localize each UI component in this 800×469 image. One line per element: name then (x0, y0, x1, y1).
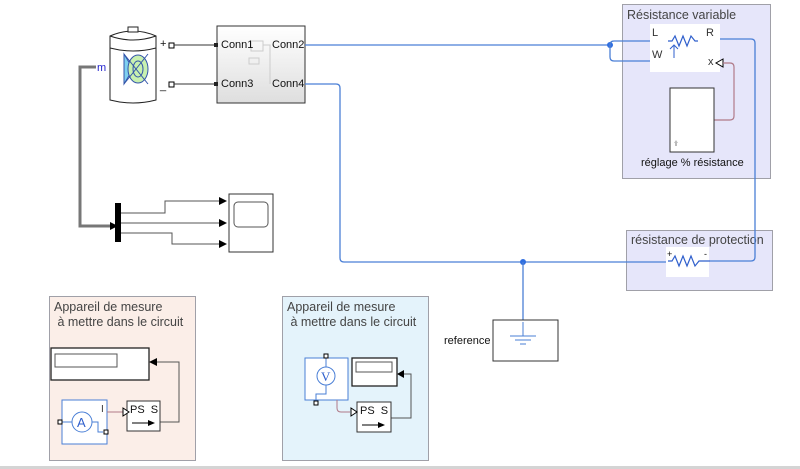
protection-resistor-block[interactable] (666, 247, 710, 277)
conn1-label: Conn1 (221, 39, 254, 51)
ammeter-ps-converter[interactable] (122, 400, 161, 432)
wire-wiper[interactable] (609, 45, 675, 62)
ammeter-area-title: Appareil de mesure à mettre dans le circ… (54, 300, 184, 329)
voltage-sensor-block[interactable] (304, 353, 349, 406)
ammeter-display-block[interactable] (50, 347, 150, 381)
port-l-label: L (652, 27, 659, 39)
battery-minus-label: _ (160, 80, 167, 92)
slider-signal-wire[interactable] (714, 62, 735, 121)
potentiometer-icon (668, 34, 698, 48)
current-sensor-block[interactable] (57, 399, 109, 445)
slider-block[interactable] (669, 87, 715, 153)
ammeter-ps-label: PS S (130, 404, 159, 416)
voltmeter-ps-wire[interactable] (336, 400, 350, 413)
battery-signal-label: m (97, 62, 107, 74)
ammeter-letter: A (77, 415, 86, 430)
battery-block[interactable] (109, 26, 157, 104)
ammeter-signal-wire[interactable] (149, 361, 180, 423)
conn3-port[interactable] (214, 82, 218, 86)
port-w-label: W (652, 49, 663, 61)
subsystem-block[interactable] (216, 25, 306, 104)
port-x-label: x (708, 56, 714, 68)
conn3-label: Conn3 (221, 78, 254, 90)
voltmeter-ps-label: PS S (360, 405, 389, 417)
ground-icon (510, 335, 536, 345)
voltmeter-display-block[interactable] (351, 357, 398, 387)
reference-label: reference (444, 335, 491, 347)
battery-icon (123, 52, 149, 86)
signal-bus-m[interactable] (78, 65, 114, 228)
port-r-label: R (706, 27, 714, 39)
scope-block[interactable] (228, 193, 274, 253)
variable-resistance-title: Résistance variable (627, 8, 737, 22)
resistor-icon (668, 254, 710, 268)
conn2-label: Conn2 (272, 39, 305, 51)
protection-plus-label: + (667, 249, 673, 259)
signal-wire-1[interactable] (121, 197, 227, 214)
voltmeter-ps-converter[interactable] (350, 401, 392, 433)
wire-r-to-protection[interactable] (698, 38, 756, 262)
arrow-down-icon (674, 140, 678, 146)
voltmeter-letter: V (321, 369, 331, 384)
wire-conn4[interactable] (305, 83, 668, 263)
protection-minus-label: - (704, 249, 707, 259)
variable-resistor-block[interactable] (650, 24, 724, 72)
protection-resistance-title: résistance de protection (631, 233, 764, 247)
battery-plus-label: + (160, 38, 167, 50)
bottom-scrollbar[interactable] (0, 466, 800, 469)
slider-label: réglage % résistance (641, 157, 744, 169)
reference-block[interactable] (492, 319, 559, 362)
battery-plus-port[interactable] (168, 42, 175, 49)
ammeter-output-label: I (101, 404, 104, 415)
demux-block[interactable] (115, 203, 121, 242)
conn1-port[interactable] (214, 43, 218, 47)
voltmeter-area-title: Appareil de mesure à mettre dans le circ… (287, 300, 417, 329)
battery-minus-port[interactable] (168, 81, 175, 88)
conn4-label: Conn4 (272, 78, 305, 90)
signal-wire-3[interactable] (121, 232, 227, 248)
